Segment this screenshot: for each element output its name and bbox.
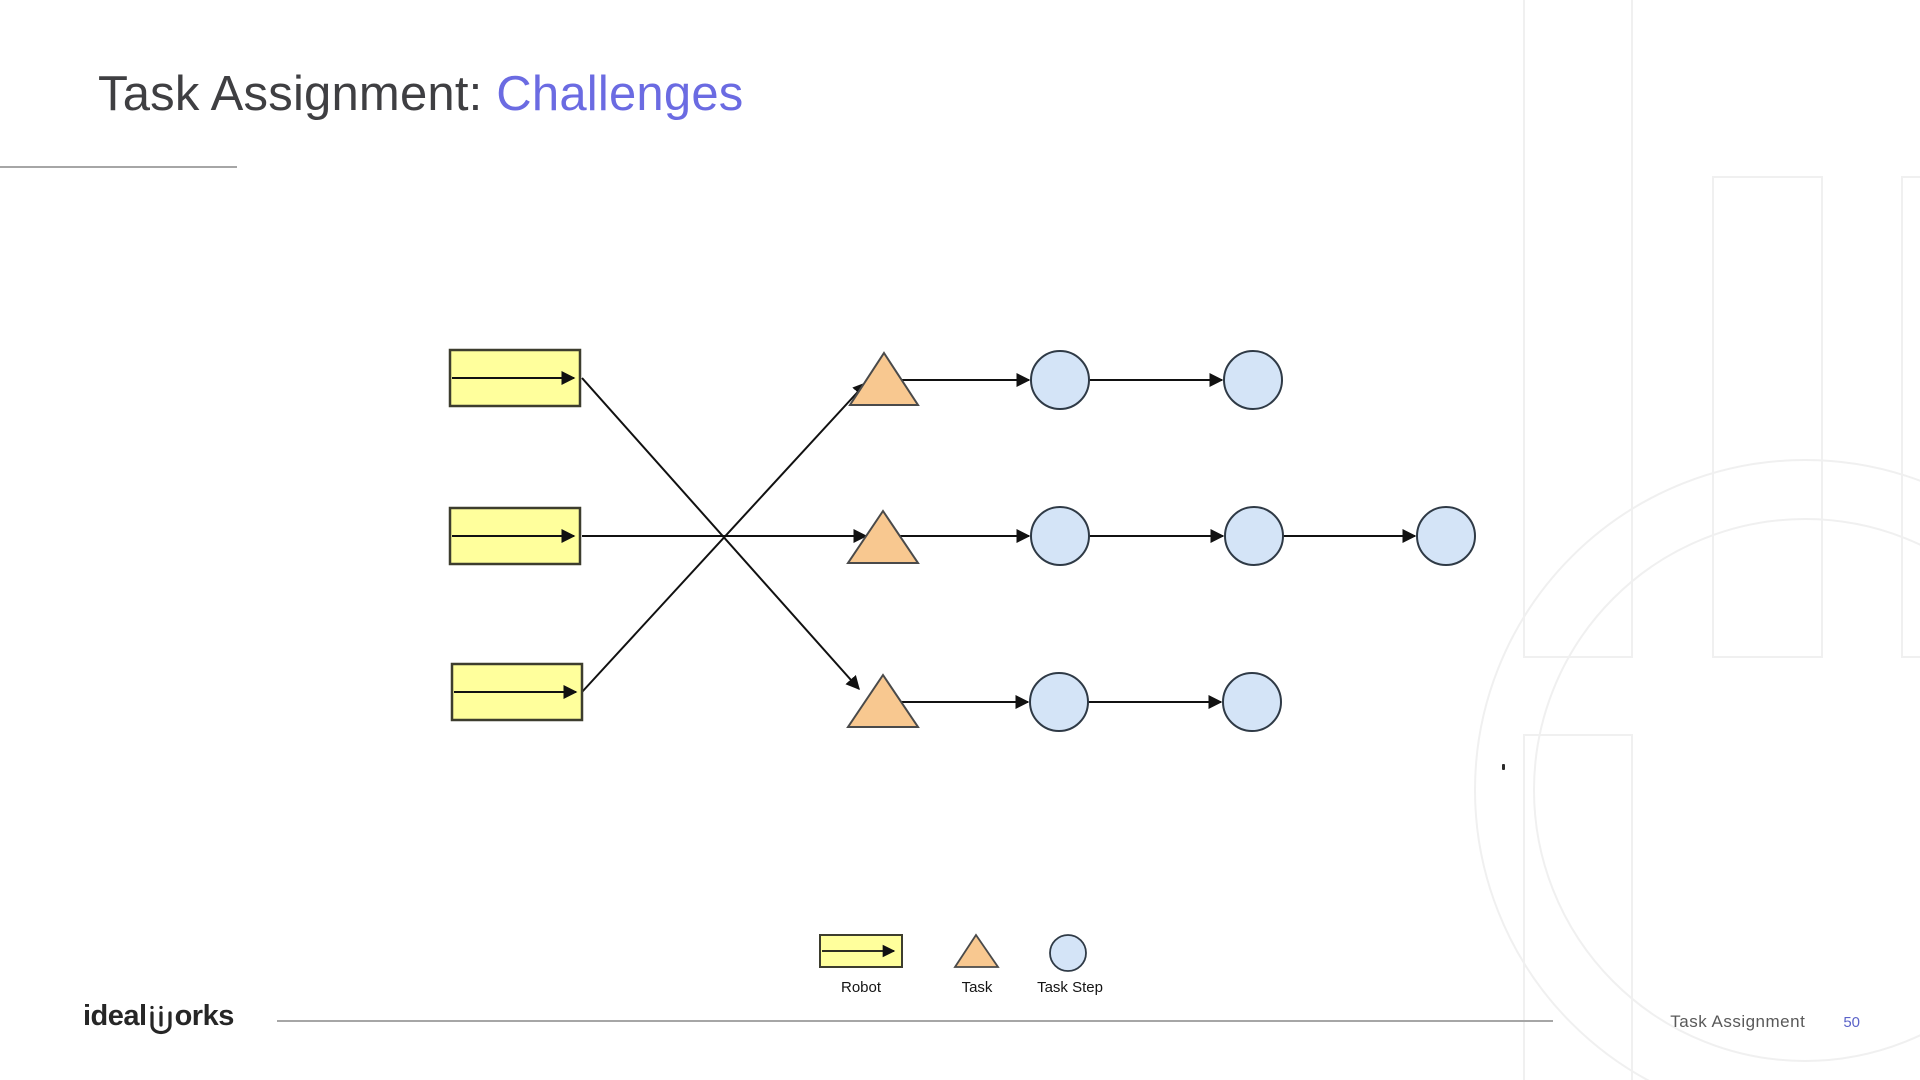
page-number: 50: [1843, 1014, 1860, 1031]
legend-label-robot: Robot: [840, 979, 882, 996]
legend-task-step-shape: [1049, 934, 1087, 972]
logo-w-glyph: [149, 1005, 172, 1035]
assignment-arrow-robot1-task3: [581, 377, 860, 691]
legend-task-shape: [953, 933, 1000, 968]
logo-text-prefix: ideal: [83, 1000, 147, 1032]
task-node-2: [846, 509, 920, 564]
task3-step-1: [1029, 672, 1089, 732]
task1-step-1: [1030, 350, 1090, 410]
task-node-1: [848, 351, 920, 406]
title-prefix: Task Assignment:: [98, 67, 497, 121]
idealworks-logo: ideal orks: [83, 1000, 234, 1040]
legend-label-task-step: Task Step: [1037, 979, 1103, 996]
title-highlight: Challenges: [496, 67, 744, 121]
title-underline: [0, 166, 237, 168]
footer-right: Task Assignment 50: [1600, 1012, 1860, 1032]
task3-step-2: [1222, 672, 1282, 732]
footer-section-title: Task Assignment: [1670, 1012, 1806, 1031]
assignment-arrow-robot3-task1: [581, 381, 867, 693]
task2-step-2: [1224, 506, 1284, 566]
page-title: Task Assignment: Challenges: [98, 66, 743, 122]
legend-label-task: Task: [961, 979, 993, 996]
footer-divider: [277, 1020, 1553, 1022]
task2-step-1: [1030, 506, 1090, 566]
task-node-3: [846, 673, 920, 728]
task1-step-2: [1223, 350, 1283, 410]
stray-dot: [1502, 764, 1505, 770]
task2-step-3: [1416, 506, 1476, 566]
logo-text-suffix: orks: [174, 1000, 235, 1032]
legend-shapes: [819, 933, 1087, 972]
